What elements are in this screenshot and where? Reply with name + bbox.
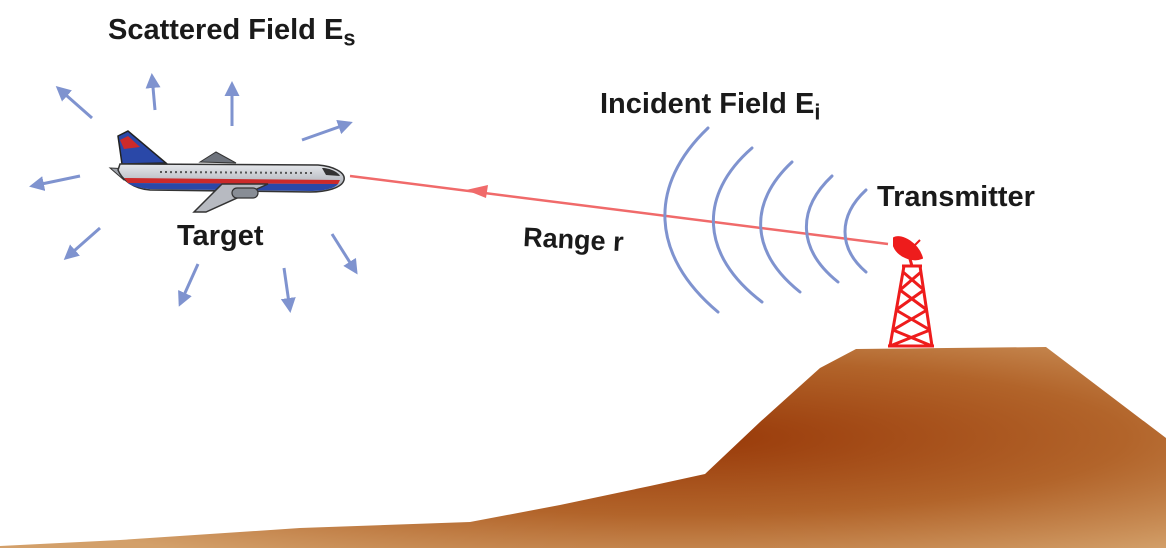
transmitter-label: Transmitter [877, 181, 1035, 213]
hill [0, 347, 1166, 548]
incident-wave-arcs [663, 126, 868, 314]
airliner-icon [108, 130, 345, 213]
scattered-field-label: Scattered Field Es [108, 14, 356, 51]
range-label: Range r [522, 222, 625, 258]
scattered-arrows [29, 73, 358, 313]
radar-tower-icon [888, 236, 934, 348]
incident-field-label: Incident Field Ei [600, 88, 821, 125]
range-beam [349, 174, 889, 246]
target-label: Target [177, 220, 264, 252]
